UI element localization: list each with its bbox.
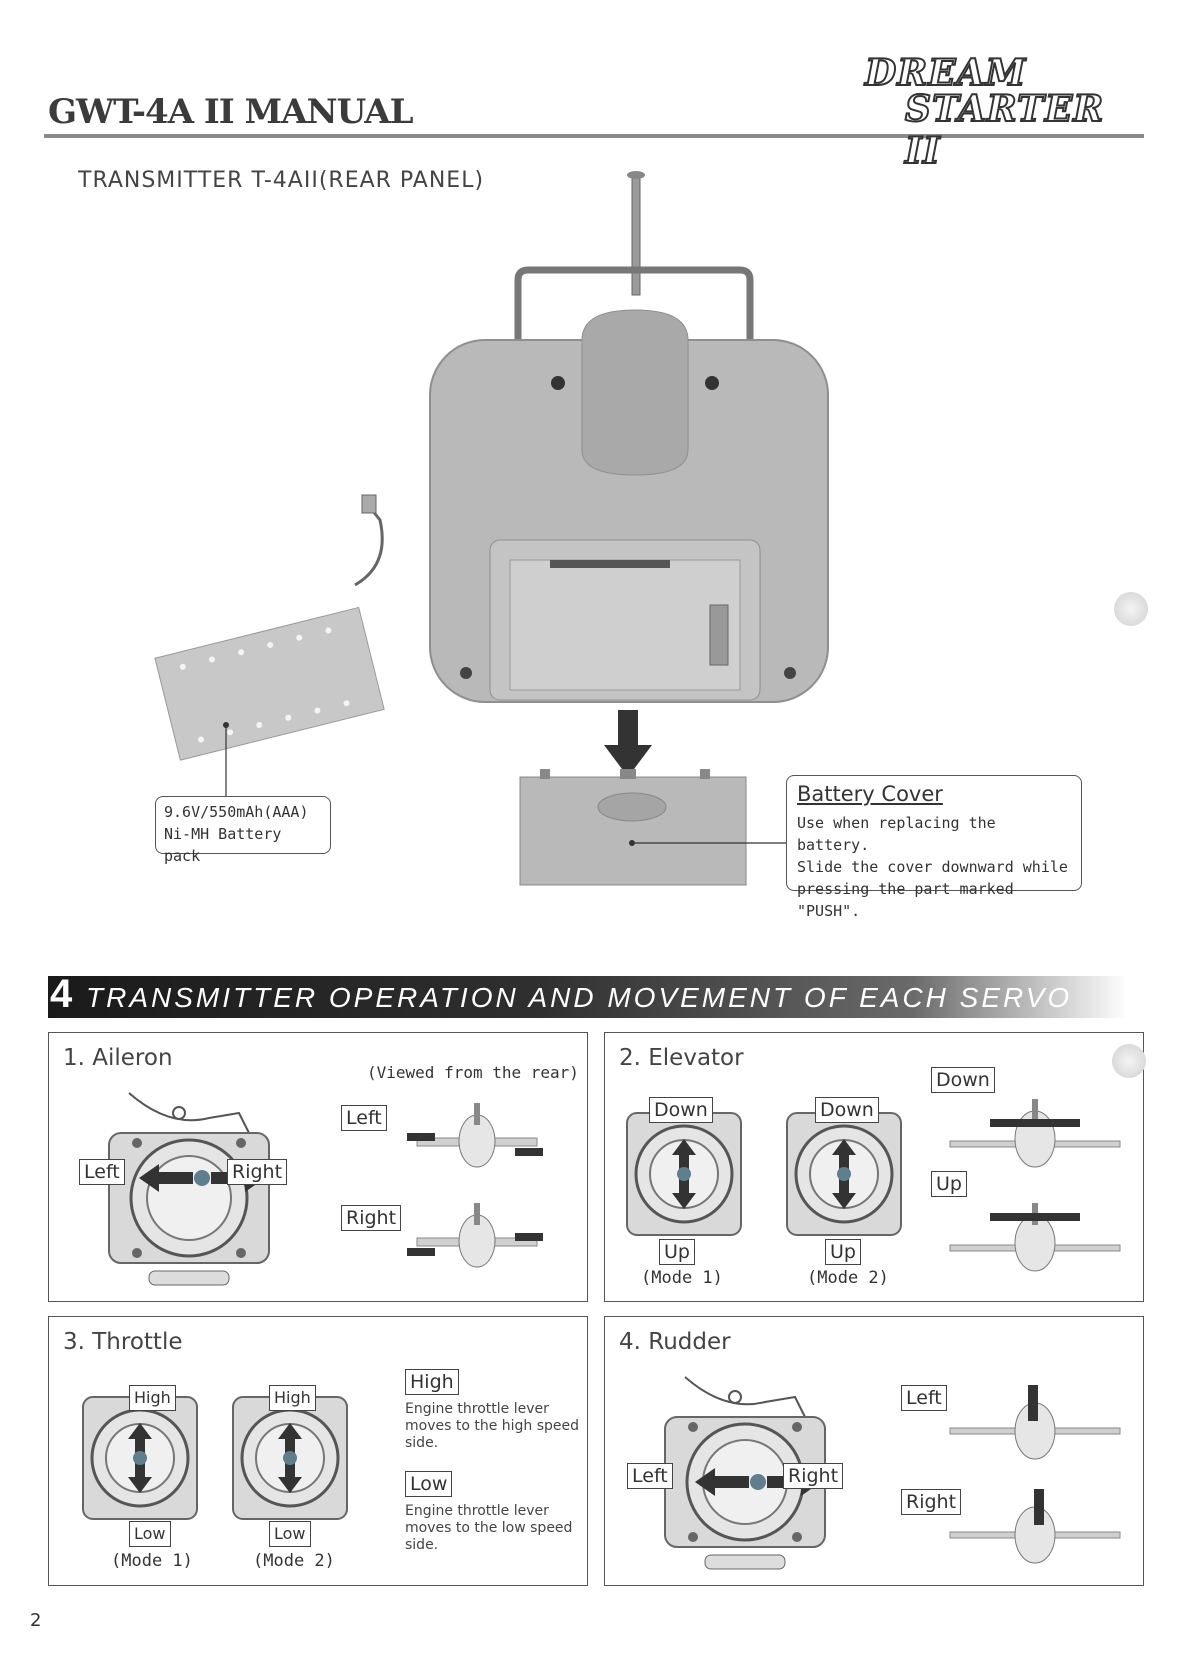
elevator-mode2-up-label: Up (825, 1239, 861, 1265)
throttle-title: 3. Throttle (63, 1329, 183, 1355)
aileron-stick-left-label: Left (79, 1159, 125, 1185)
airplane-yaw-right-icon (949, 1489, 1121, 1564)
throttle-low-desc-line: Engine throttle lever (405, 1503, 549, 1519)
elevator-plane-down-label: Down (931, 1067, 995, 1093)
throttle-panel: 3. Throttle High Low High Low (Mode 1) (… (48, 1316, 588, 1586)
throttle-high-desc-line: Engine throttle lever (405, 1401, 549, 1417)
airplane-pitch-down-icon (949, 1099, 1121, 1168)
throttle-high-heading: High (405, 1369, 459, 1395)
section-banner (48, 976, 1128, 1018)
rudder-stick-right-label: Right (783, 1463, 844, 1489)
elevator-stick-mode2-icon (786, 1112, 902, 1236)
elevator-plane-up-label: Up (931, 1171, 967, 1197)
page-number: 2 (30, 1610, 42, 1631)
throttle-low-desc: Engine throttle lever moves to the low s… (405, 1503, 572, 1554)
battery-pack-type: Ni-MH Battery pack (164, 825, 282, 865)
logo-line-1: DREAM (864, 51, 1027, 95)
rudder-panel: 4. Rudder Left Right Left Right (604, 1316, 1144, 1586)
battery-cover-desc-line: pressing the part marked "PUSH". (797, 880, 1014, 920)
airplane-roll-left-icon (407, 1103, 543, 1168)
airplane-roll-right-icon (407, 1203, 543, 1268)
throttle-high-desc: Engine throttle lever moves to the high … (405, 1401, 579, 1452)
airplane-yaw-left-icon (949, 1385, 1121, 1460)
throttle-low-desc-line: moves to the low speed (405, 1520, 573, 1536)
throttle-stick-mode1-icon (82, 1396, 198, 1520)
logo-line-2: STARTER II (904, 87, 1105, 173)
throttle-low-desc-line: side. (405, 1537, 439, 1553)
airplane-pitch-up-icon (949, 1203, 1121, 1272)
elevator-mode1-down-label: Down (649, 1097, 713, 1123)
page-decoration (1114, 592, 1148, 626)
section-heading: TRANSMITTER OPERATION AND MOVEMENT OF EA… (86, 982, 1073, 1013)
section-number: 4 (50, 972, 73, 1016)
battery-pack-callout: 9.6V/550mAh(AAA) Ni-MH Battery pack (155, 796, 331, 865)
rudder-stick-left-label: Left (627, 1463, 673, 1489)
header-rule (44, 134, 1144, 138)
throttle-mode1-low-label: Low (129, 1521, 171, 1547)
dream-starter-logo: DREAM STARTER II (855, 50, 1145, 173)
elevator-panel: 2. Elevator Down Up Down Up (Mode 1) (Mo… (604, 1032, 1144, 1302)
battery-cover-desc-line: Use when replacing the battery. (797, 814, 996, 854)
throttle-mode2-high-label: High (269, 1385, 316, 1411)
throttle-low-heading: Low (405, 1471, 453, 1497)
elevator-mode2-label: (Mode 2) (807, 1268, 889, 1288)
throttle-high-desc-line: moves to the high speed (405, 1418, 580, 1434)
throttle-high-desc-line: side. (405, 1435, 439, 1451)
battery-cover-desc-line: Slide the cover downward while (797, 858, 1068, 876)
battery-pack-spec: 9.6V/550mAh(AAA) (164, 803, 309, 821)
elevator-mode2-down-label: Down (815, 1097, 879, 1123)
transmitter-rear-illustration (154, 171, 829, 886)
throttle-mode2-label: (Mode 2) (253, 1551, 335, 1571)
aileron-title: 1. Aileron (63, 1045, 173, 1071)
rudder-title: 4. Rudder (619, 1329, 731, 1355)
rudder-plane-right-label: Right (901, 1489, 962, 1515)
throttle-mode2-low-label: Low (269, 1521, 311, 1547)
viewed-from-rear-note: (Viewed from the rear) (367, 1063, 579, 1082)
rear-panel-subtitle: TRANSMITTER T-4AII(REAR PANEL) (78, 168, 485, 193)
elevator-stick-mode1-icon (626, 1112, 742, 1236)
aileron-plane-left-label: Left (341, 1105, 387, 1131)
aileron-stick-right-label: Right (227, 1159, 288, 1185)
battery-cover-title: Battery Cover (797, 782, 943, 806)
battery-cover-desc: Use when replacing the battery. Slide th… (797, 812, 1071, 922)
throttle-mode1-label: (Mode 1) (111, 1551, 193, 1571)
aileron-panel: 1. Aileron (Viewed from the rear) Left R… (48, 1032, 588, 1302)
throttle-mode1-high-label: High (129, 1385, 176, 1411)
elevator-mode1-up-label: Up (659, 1239, 695, 1265)
page-decoration (1112, 1044, 1146, 1078)
manual-title: GWT-4A II MANUAL (48, 92, 414, 132)
elevator-title: 2. Elevator (619, 1045, 744, 1071)
elevator-mode1-label: (Mode 1) (641, 1268, 723, 1288)
throttle-stick-mode2-icon (232, 1396, 348, 1520)
battery-cover-callout: Battery Cover Use when replacing the bat… (786, 775, 1082, 920)
rudder-plane-left-label: Left (901, 1385, 947, 1411)
aileron-plane-right-label: Right (341, 1205, 402, 1231)
